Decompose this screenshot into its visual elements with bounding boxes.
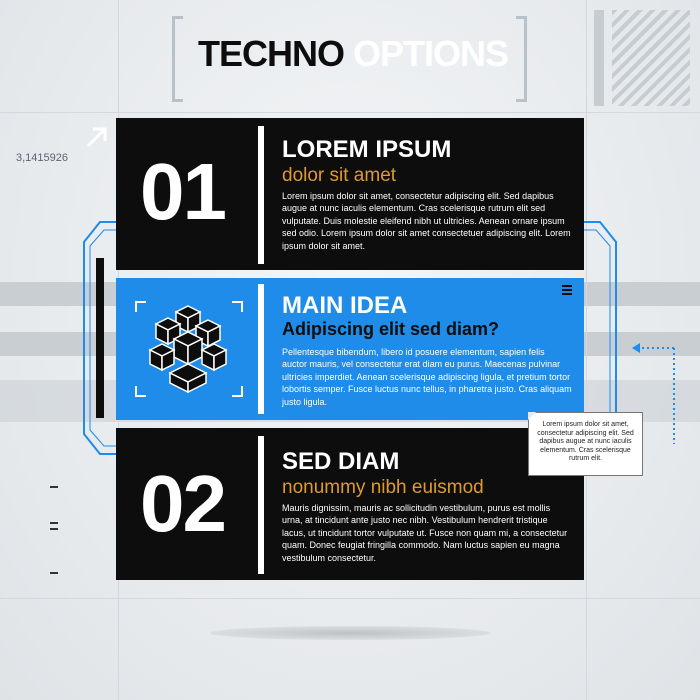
cube-cluster-icon	[148, 305, 228, 394]
menu-icon[interactable]	[560, 284, 574, 296]
dotted-arrow-left-icon	[632, 343, 675, 444]
floor-shadow	[210, 626, 490, 640]
panel-subheading: nonummy nibh euismod	[282, 477, 484, 498]
callout-notch	[528, 412, 536, 420]
decor-dash	[50, 572, 58, 574]
title-word-techno: TECHNO	[198, 33, 345, 74]
decor-bar	[594, 10, 604, 106]
panel-01: 01 LOREM IPSUM dolor sit amet Lorem ipsu…	[116, 118, 584, 270]
panel-subheading: Adipiscing elit sed diam?	[282, 319, 500, 339]
decor-dash	[50, 486, 58, 488]
panel-heading: SED DIAM	[282, 448, 400, 475]
panel-body: Pellentesque bibendum, libero id posuere…	[282, 347, 572, 407]
callout-note: Lorem ipsum dolor sit amet, consectetur …	[528, 412, 643, 476]
title-bracket-left	[172, 16, 183, 102]
page-title: TECHNO OPTIONS	[198, 33, 509, 75]
panel-subheading: dolor sit amet	[282, 165, 397, 186]
title-word-options: OPTIONS	[353, 33, 509, 74]
decor-dash	[50, 522, 58, 524]
panel-number: 02	[140, 459, 227, 548]
decor-dash	[50, 528, 58, 530]
panel-body: Mauris dignissim, mauris ac sollicitudin…	[282, 503, 568, 563]
grid-line	[0, 112, 700, 113]
panel-divider	[258, 284, 264, 414]
frame-left	[83, 221, 118, 455]
title-bracket-right	[516, 16, 527, 102]
arrow-up-right-icon	[86, 127, 107, 148]
panel-02: 02 SED DIAM nonummy nibh euismod Mauris …	[116, 428, 584, 580]
panel-number: 01	[140, 147, 227, 236]
panel-main-idea: MAIN IDEA Adipiscing elit sed diam? Pell…	[116, 278, 584, 420]
panel-body: Lorem ipsum dolor sit amet, consectetur …	[282, 191, 571, 251]
panel-divider	[258, 126, 264, 264]
corner-brackets	[135, 301, 243, 397]
grid-line	[0, 598, 700, 599]
decor-stripes	[612, 10, 690, 106]
panel-divider	[258, 436, 264, 574]
grid-line	[586, 0, 587, 700]
panel-heading: MAIN IDEA	[282, 292, 408, 319]
panel-heading: LOREM IPSUM	[282, 136, 452, 163]
pi-label: 3,1415926	[16, 152, 68, 164]
